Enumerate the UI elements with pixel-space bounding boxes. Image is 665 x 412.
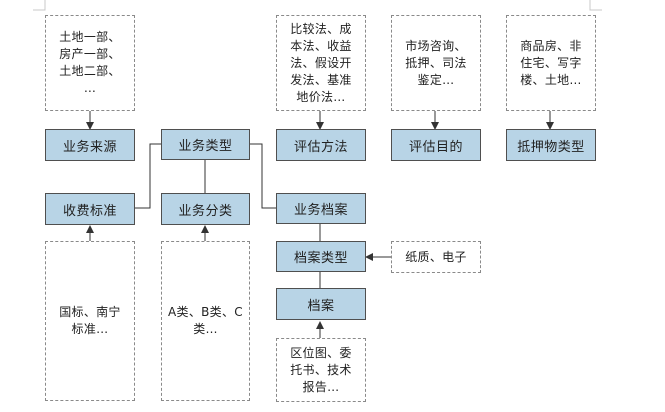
page-corner-mark-right <box>589 0 602 11</box>
collateral-type-node: 抵押物类型 <box>506 129 596 161</box>
business-category-node: 业务分类 <box>161 193 250 225</box>
fee-standard-node: 收费标准 <box>45 193 135 225</box>
collateral-examples-note: 商品房、非 住宅、写字 楼、土地… <box>506 15 596 111</box>
business-archive-node: 业务档案 <box>276 193 366 224</box>
archive-examples-note: 区位图、委 托书、技术 报告… <box>276 338 366 402</box>
archive-node: 档案 <box>276 288 366 320</box>
valuation-purpose-node: 评估目的 <box>391 129 481 161</box>
source-examples-note: 土地一部、 房产一部、 土地二部、 … <box>45 15 135 111</box>
fee-examples-note: 国标、南宁 标准… <box>45 241 135 401</box>
line-type-to-archive <box>250 143 276 209</box>
line-type-to-fee <box>135 143 161 209</box>
page-corner-mark-left <box>33 0 46 11</box>
method-examples-note: 比较法、成 本法、收益 法、假设开 发法、基准 地价法… <box>276 15 366 111</box>
category-examples-note: A类、B类、C 类… <box>161 241 250 401</box>
valuation-method-node: 评估方法 <box>276 129 366 161</box>
archive-type-node: 档案类型 <box>276 241 366 272</box>
business-type-node: 业务类型 <box>161 129 250 160</box>
archive-type-examples-note: 纸质、电子 <box>391 241 481 273</box>
purpose-examples-note: 市场咨询、 抵押、司法 鉴定… <box>391 15 481 111</box>
business-source-node: 业务来源 <box>45 129 135 161</box>
